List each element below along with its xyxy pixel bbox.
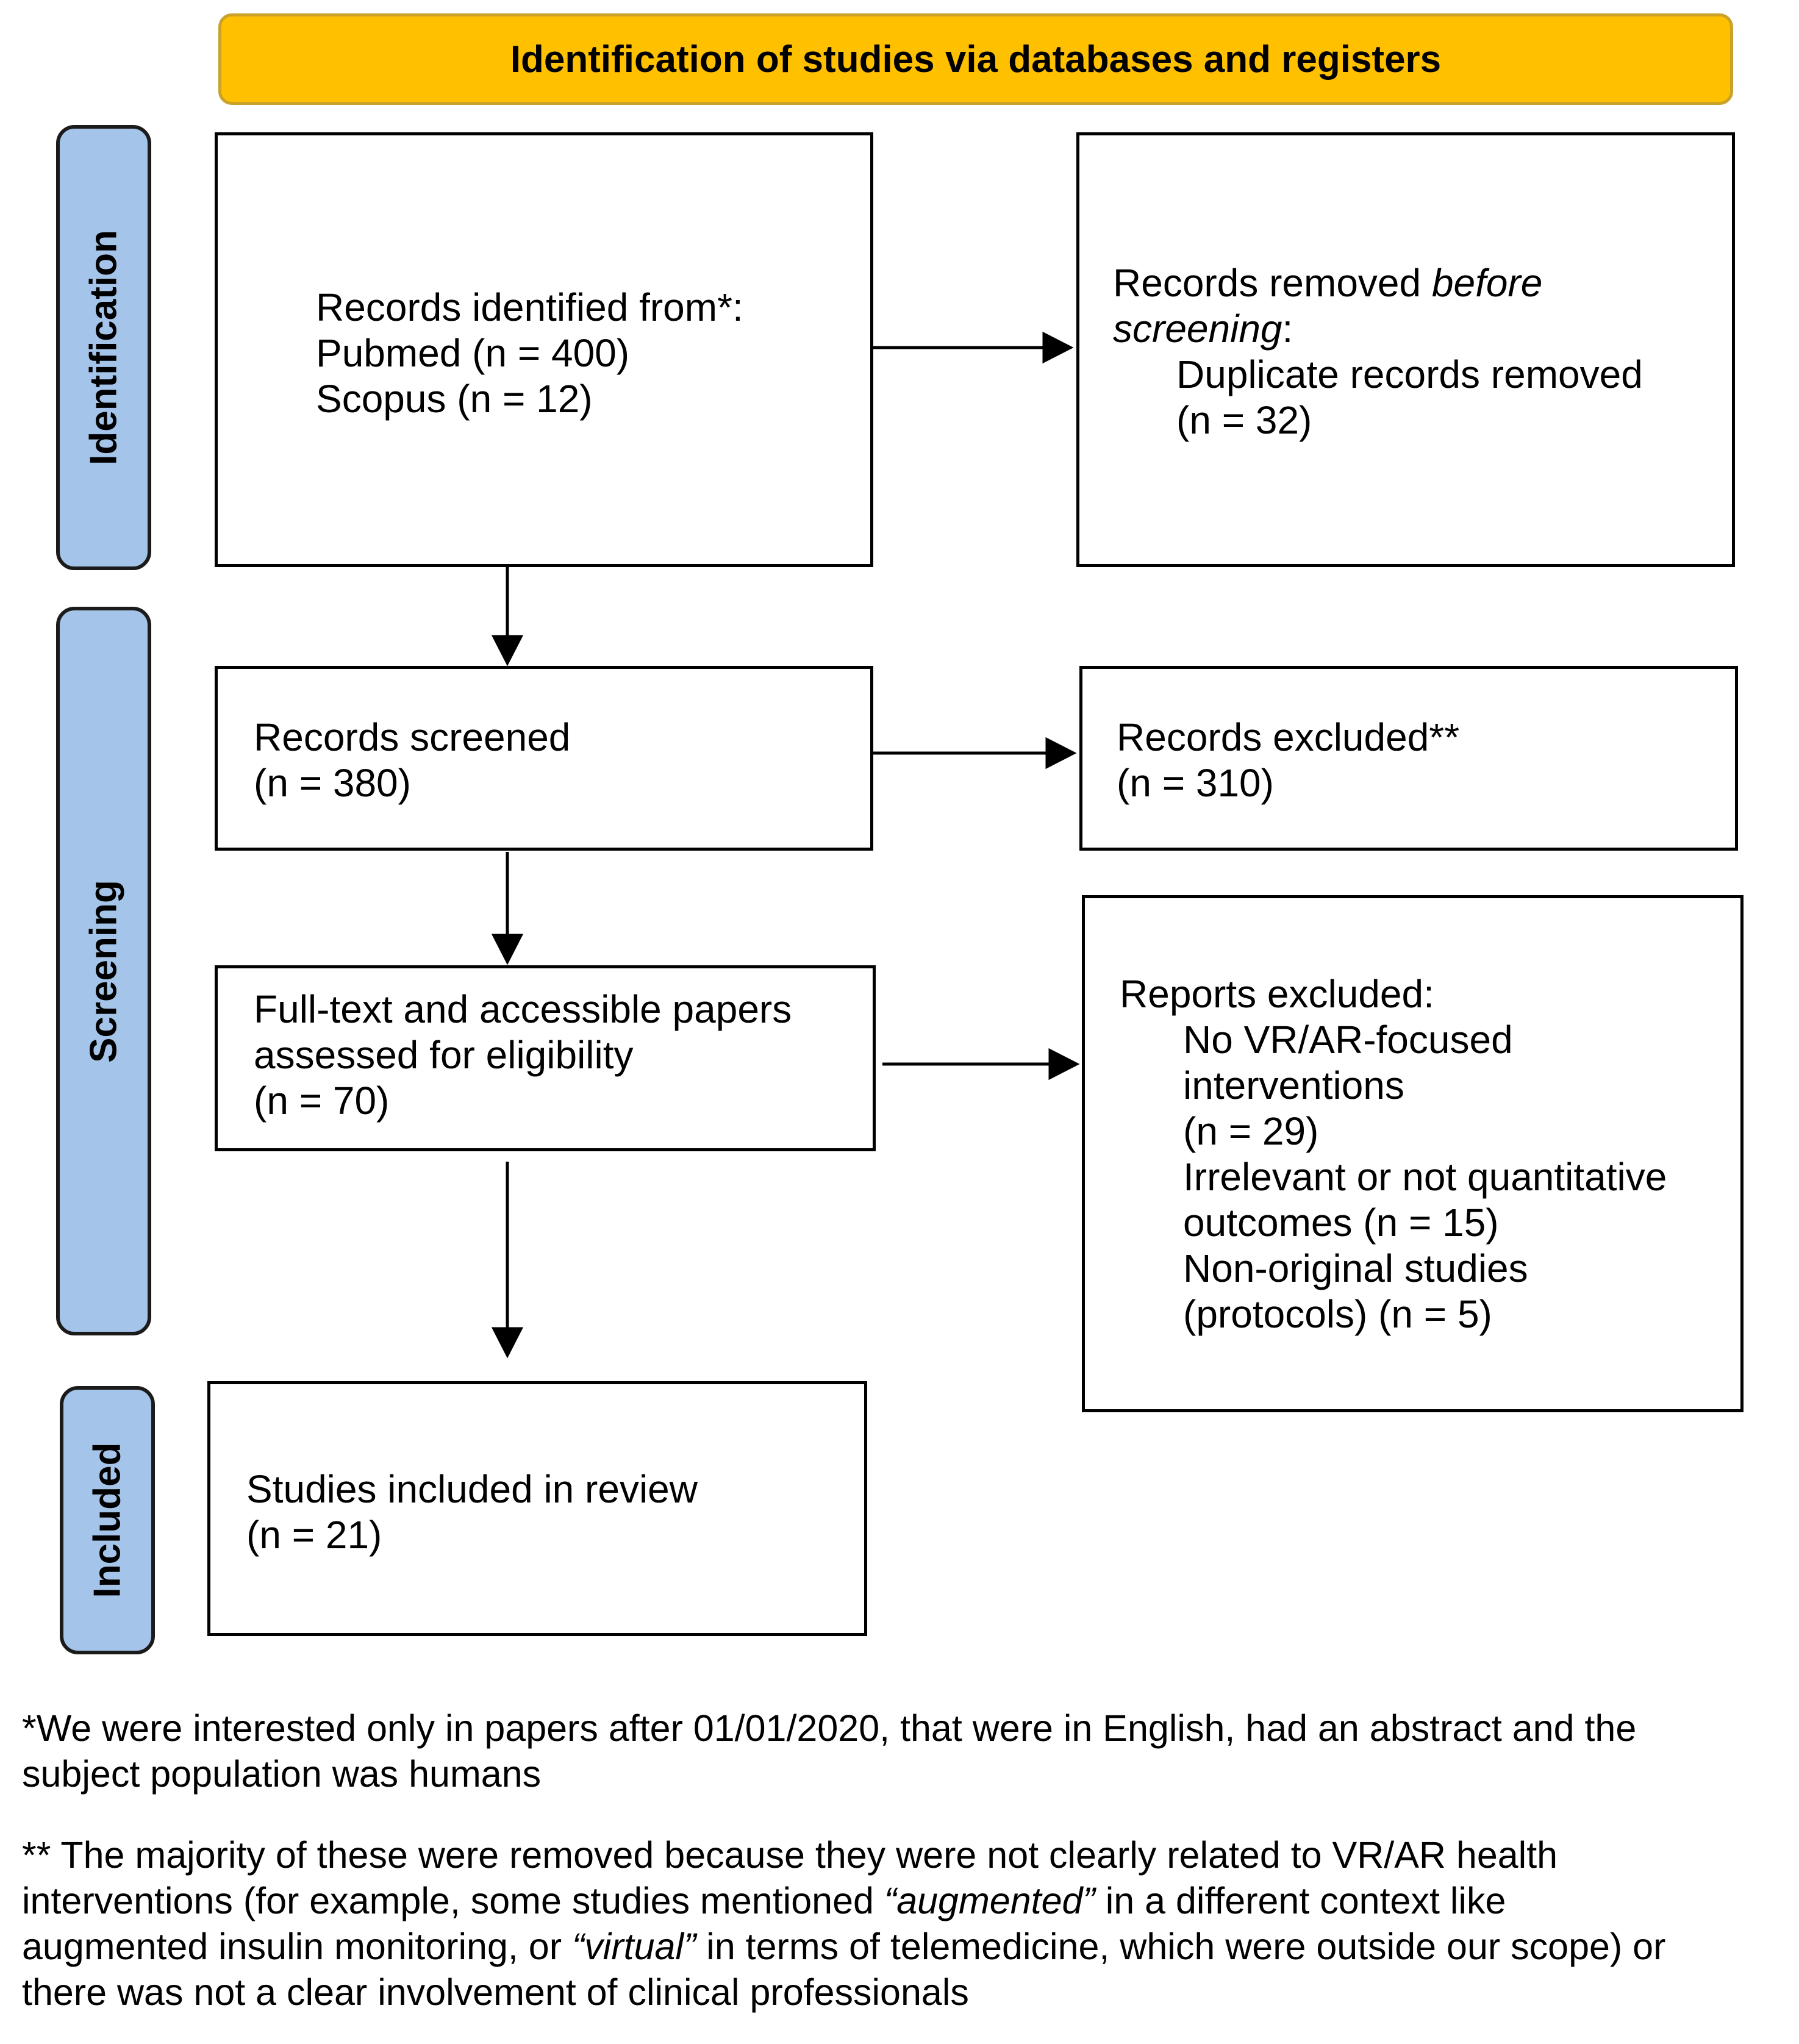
- footnote-2: ** The majority of these were removed be…: [22, 1832, 1665, 2015]
- records-screened-label: Records screened: [254, 715, 571, 759]
- records-excluded-label: Records excluded**: [1117, 715, 1460, 759]
- phase-screening: Screening: [56, 607, 151, 1335]
- duplicate-records-label: Duplicate records removed: [1176, 352, 1643, 396]
- reports-excluded-count: (n = 29): [1183, 1109, 1319, 1153]
- reports-excluded-title: Reports excluded:: [1120, 972, 1434, 1016]
- records-screened-box: Records screened (n = 380): [215, 666, 873, 851]
- records-removed-line1: Records removed before: [1113, 261, 1543, 305]
- phase-identification: Identification: [56, 125, 151, 570]
- full-text-line1: Full-text and accessible papers: [254, 987, 792, 1031]
- records-identified-line: Records identified from*:: [316, 285, 743, 329]
- footnote-1-line1: *We were interested only in papers after…: [22, 1707, 1637, 1749]
- studies-included-count: (n = 21): [246, 1513, 382, 1557]
- arrowhead: [491, 1327, 524, 1359]
- records-screened-count: (n = 380): [254, 761, 411, 805]
- studies-included-box: Studies included in review (n = 21): [207, 1381, 867, 1636]
- reports-excluded-box: Reports excluded: No VR/AR-focused inter…: [1082, 895, 1744, 1412]
- identification-header: Identification of studies via databases …: [218, 13, 1733, 105]
- arrowhead: [491, 934, 524, 965]
- arrowhead: [1045, 737, 1077, 770]
- records-excluded-count: (n = 310): [1117, 761, 1274, 805]
- studies-included-label: Studies included in review: [246, 1467, 698, 1511]
- records-removed-line2: screening:: [1113, 307, 1293, 351]
- records-excluded-box: Records excluded** (n = 310): [1079, 666, 1738, 851]
- reports-excluded-reason: (protocols) (n = 5): [1183, 1292, 1492, 1336]
- records-identified-scopus: Scopus (n = 12): [316, 377, 593, 421]
- records-identified-pubmed: Pubmed (n = 400): [316, 331, 630, 375]
- reports-excluded-reason: interventions: [1183, 1063, 1404, 1107]
- full-text-line2: assessed for eligibility: [254, 1033, 634, 1077]
- full-text-count: (n = 70): [254, 1079, 390, 1123]
- full-text-box: Full-text and accessible papers assessed…: [215, 965, 876, 1151]
- footnote-1-line2: subject population was humans: [22, 1753, 542, 1795]
- reports-excluded-reason: Non-original studies: [1183, 1246, 1528, 1290]
- footnote-2-line1: ** The majority of these were removed be…: [22, 1834, 1558, 1876]
- footnote-2-line3: augmented insulin monitoring, or “virtua…: [22, 1926, 1666, 1967]
- arrowhead: [1042, 331, 1074, 364]
- arrowhead: [491, 635, 524, 666]
- footnote-2-line2: interventions (for example, some studies…: [22, 1880, 1506, 1921]
- reports-excluded-reason: outcomes (n = 15): [1183, 1201, 1499, 1245]
- phase-included: Included: [60, 1386, 155, 1654]
- reports-excluded-reason: Irrelevant or not quantitative: [1183, 1155, 1667, 1199]
- records-removed-box: Records removed before screening: Duplic…: [1076, 132, 1735, 567]
- reports-excluded-reason: No VR/AR-focused: [1183, 1018, 1513, 1062]
- footnote-2-line4: there was not a clear involvement of cli…: [22, 1971, 969, 2013]
- duplicate-records-count: (n = 32): [1176, 398, 1312, 442]
- arrowhead: [1048, 1048, 1080, 1081]
- footnote-1: *We were interested only in papers after…: [22, 1706, 1636, 1797]
- records-identified-box: Records identified from*: Pubmed (n = 40…: [215, 132, 873, 567]
